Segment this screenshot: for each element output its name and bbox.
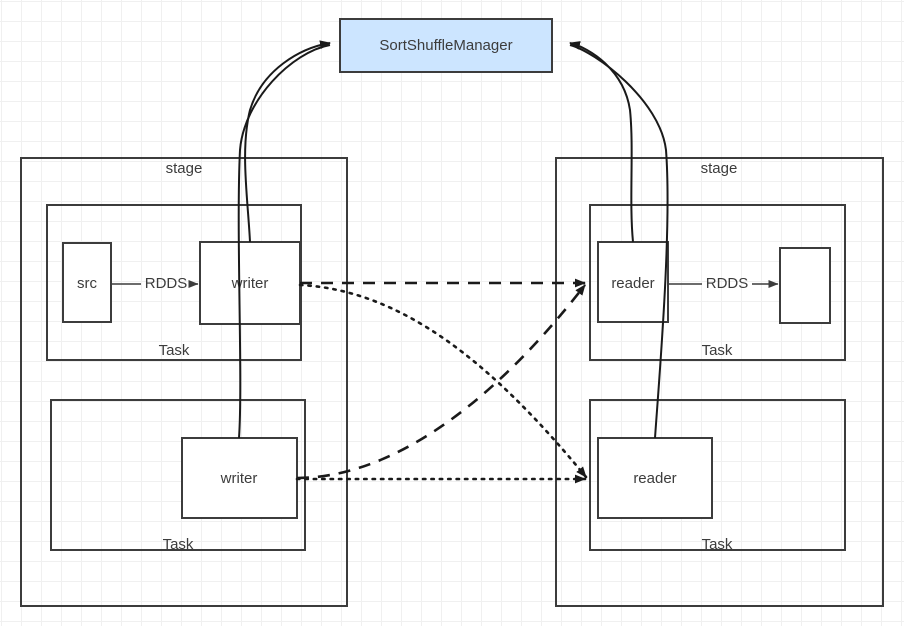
right-stage-label: stage (701, 160, 738, 177)
result-rdd-box[interactable] (779, 247, 831, 324)
writer-bottom-to-manager-edge (237, 44, 331, 439)
left-stage-label: stage (166, 160, 203, 177)
src-label: src (77, 275, 97, 292)
src-box[interactable] (62, 242, 112, 323)
left-task-1-label: Task (159, 342, 190, 359)
writer-bottom-label: writer (220, 470, 258, 487)
sort-shuffle-manager-label: SortShuffleManager (379, 37, 512, 54)
left-task-2-container[interactable] (50, 399, 306, 551)
right-task-1-label: Task (702, 342, 733, 359)
sort-shuffle-manager-box[interactable] (339, 18, 553, 73)
reader-top-box[interactable] (597, 241, 669, 323)
reader-bottom-box[interactable] (597, 437, 713, 519)
shuffle-data-edges (295, 278, 588, 484)
writer-bottom-to-reader-top-edge (296, 284, 587, 480)
writer-to-manager-edges (237, 40, 331, 439)
writer-top-to-reader-bottom-edge (298, 283, 588, 479)
reader-bottom-label: reader (633, 470, 676, 487)
reader-top-label: reader (611, 275, 654, 292)
manager-to-reader-edges (569, 41, 669, 439)
left-task-2-label: Task (163, 536, 194, 553)
right-task-2-label: Task (702, 536, 733, 553)
left-stage-group: stage Task src RDDS writer Task writer (20, 157, 348, 607)
sort-shuffle-manager-node[interactable]: SortShuffleManager (339, 18, 553, 73)
right-task-2-container[interactable] (589, 399, 846, 551)
right-stage-group: stage Task reader RDDS Task reader (555, 157, 884, 607)
right-task-1-container[interactable] (589, 204, 846, 361)
manager-to-reader-bottom-edge (569, 44, 669, 439)
right-rdds-label: RDDS (706, 275, 749, 292)
left-stage-container (20, 157, 348, 607)
left-rdds-label: RDDS (145, 275, 188, 292)
writer-top-to-manager-edge (244, 40, 331, 243)
writer-top-label: writer (231, 275, 269, 292)
right-stage-container (555, 157, 884, 607)
manager-to-reader-top-edge (569, 41, 634, 243)
